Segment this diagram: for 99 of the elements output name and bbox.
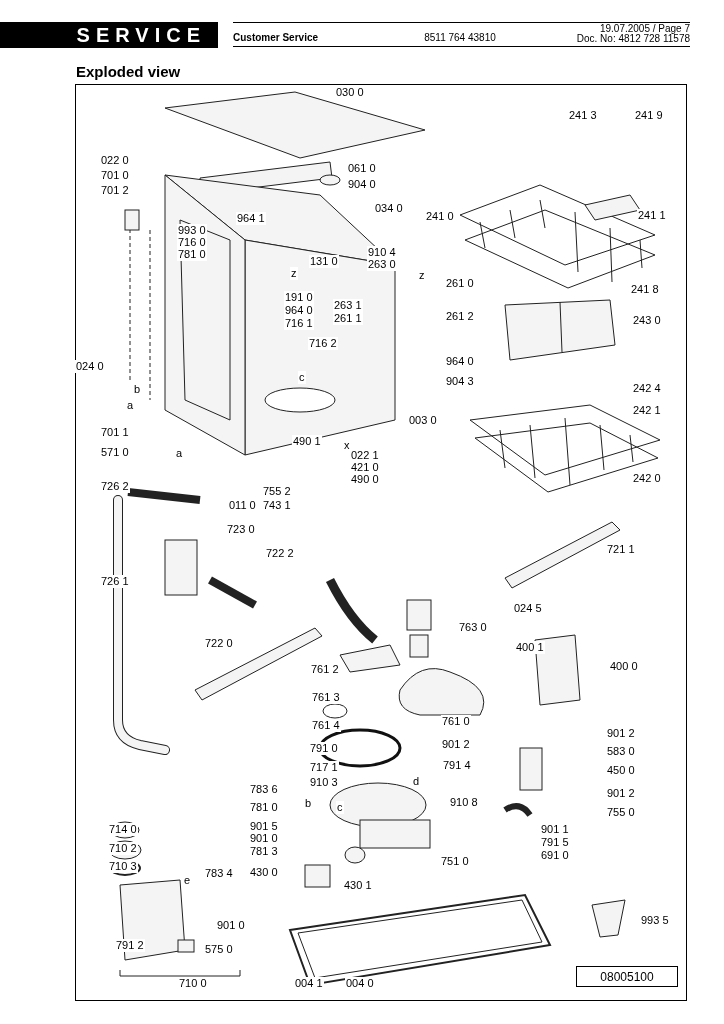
callout-number: 490 0 [350,473,380,486]
callout-number: 024 5 [513,602,543,615]
callout-number: 904 0 [347,178,377,191]
callout-number: 783 4 [204,867,234,880]
callout-number: 243 0 [632,314,662,327]
callout-number: 241 9 [634,109,664,122]
callout-number: 710 2 [108,842,138,855]
header-text: Customer Service [233,33,319,43]
callout-number: 791 5 [540,836,570,849]
callout-number: 571 0 [100,446,130,459]
callout-number: 910 3 [309,776,339,789]
callout-number: 791 2 [115,939,145,952]
callout-number: 242 1 [632,404,662,417]
callout-number: z [290,267,298,280]
callout-number: 761 0 [441,715,471,728]
callout-number: c [336,801,344,814]
callout-number: 241 0 [425,210,455,223]
callout-number: 263 1 [333,299,363,312]
service-banner: SERVICE [0,22,218,48]
callout-number: 241 1 [637,209,667,222]
callout-number: 710 3 [108,860,138,873]
header-text: 19.07.2005 / Page 7 [599,24,690,34]
callout-number: 964 1 [236,212,266,225]
callout-number: 261 2 [445,310,475,323]
callout-number: 717 1 [309,761,339,774]
drawing-number: 08005100 [600,968,654,986]
callout-number: 783 6 [249,783,279,796]
callout-number: 901 2 [606,727,636,740]
callout-number: c [298,371,306,384]
callout-number: 723 0 [226,523,256,536]
callout-number: 701 2 [100,184,130,197]
callout-number: 400 0 [609,660,639,673]
callout-number: 490 1 [292,435,322,448]
callout-number: 901 2 [606,787,636,800]
callout-number: 761 2 [310,663,340,676]
callout-number: 751 0 [440,855,470,868]
callout-number: 761 4 [311,719,341,732]
header-text: Doc. No: 4812 728 11578 [576,34,690,44]
callout-number: 191 0 [284,291,314,304]
callout-number: 716 1 [284,317,314,330]
callout-number: 583 0 [606,745,636,758]
callout-number: 024 0 [75,360,105,373]
callout-number: 004 1 [294,977,324,990]
callout-number: 726 1 [100,575,130,588]
drawing-number-box [576,966,678,987]
callout-number: 242 4 [632,382,662,395]
callout-number: 722 0 [204,637,234,650]
callout-number: 022 0 [100,154,130,167]
callout-number: 716 2 [308,337,338,350]
callout-number: 910 8 [449,796,479,809]
title: Exploded view [76,64,181,79]
callout-number: 691 0 [540,849,570,862]
callout-number: 241 8 [630,283,660,296]
callout-number: 131 0 [309,255,339,268]
callout-number: 701 1 [100,426,130,439]
callout-number: 241 3 [568,109,598,122]
callout-number: 575 0 [204,943,234,956]
callout-number: 755 0 [606,806,636,819]
callout-number: d [412,775,421,788]
callout-number: 761 3 [311,691,341,704]
callout-number: b [133,383,142,396]
callout-number: 030 0 [335,86,365,99]
callout-number: 450 0 [606,764,636,777]
callout-number: 263 0 [367,258,397,271]
callout-number: 004 0 [345,977,375,990]
callout-number: 701 0 [100,169,130,182]
callout-number: 721 1 [606,543,636,556]
callout-number: 901 0 [216,919,246,932]
callout-number: 791 0 [309,742,339,755]
callout-number: 904 3 [445,375,475,388]
callout-number: 791 4 [442,759,472,772]
callout-number: 901 0 [249,832,279,845]
callout-number: 061 0 [347,162,377,175]
callout-number: 710 0 [178,977,208,990]
header-text: 8511 764 43810 [423,33,497,43]
callout-number: 430 1 [343,879,373,892]
callout-number: 261 0 [445,277,475,290]
callout-number: 781 0 [249,801,279,814]
callout-number: 781 3 [249,845,279,858]
callout-number: 242 0 [632,472,662,485]
callout-number: 993 5 [640,914,670,927]
callout-number: 722 2 [265,547,295,560]
callout-number: 763 0 [458,621,488,634]
callout-number: 003 0 [408,414,438,427]
callout-number: 964 0 [445,355,475,368]
callout-number: 261 1 [333,312,363,325]
callout-number: 430 0 [249,866,279,879]
callout-number: 743 1 [262,499,292,512]
callout-number: 714 0 [108,823,138,836]
callout-number: 755 2 [262,485,292,498]
callout-number: 901 2 [441,738,471,751]
callout-number: 011 0 [228,499,257,512]
callout-number: b [304,797,313,810]
callout-number: 964 0 [284,304,314,317]
callout-number: 726 2 [100,480,130,493]
callout-number: 901 1 [540,823,570,836]
callout-number: 781 0 [177,248,207,261]
callout-number: 400 1 [515,641,545,654]
callout-number: 034 0 [374,202,404,215]
